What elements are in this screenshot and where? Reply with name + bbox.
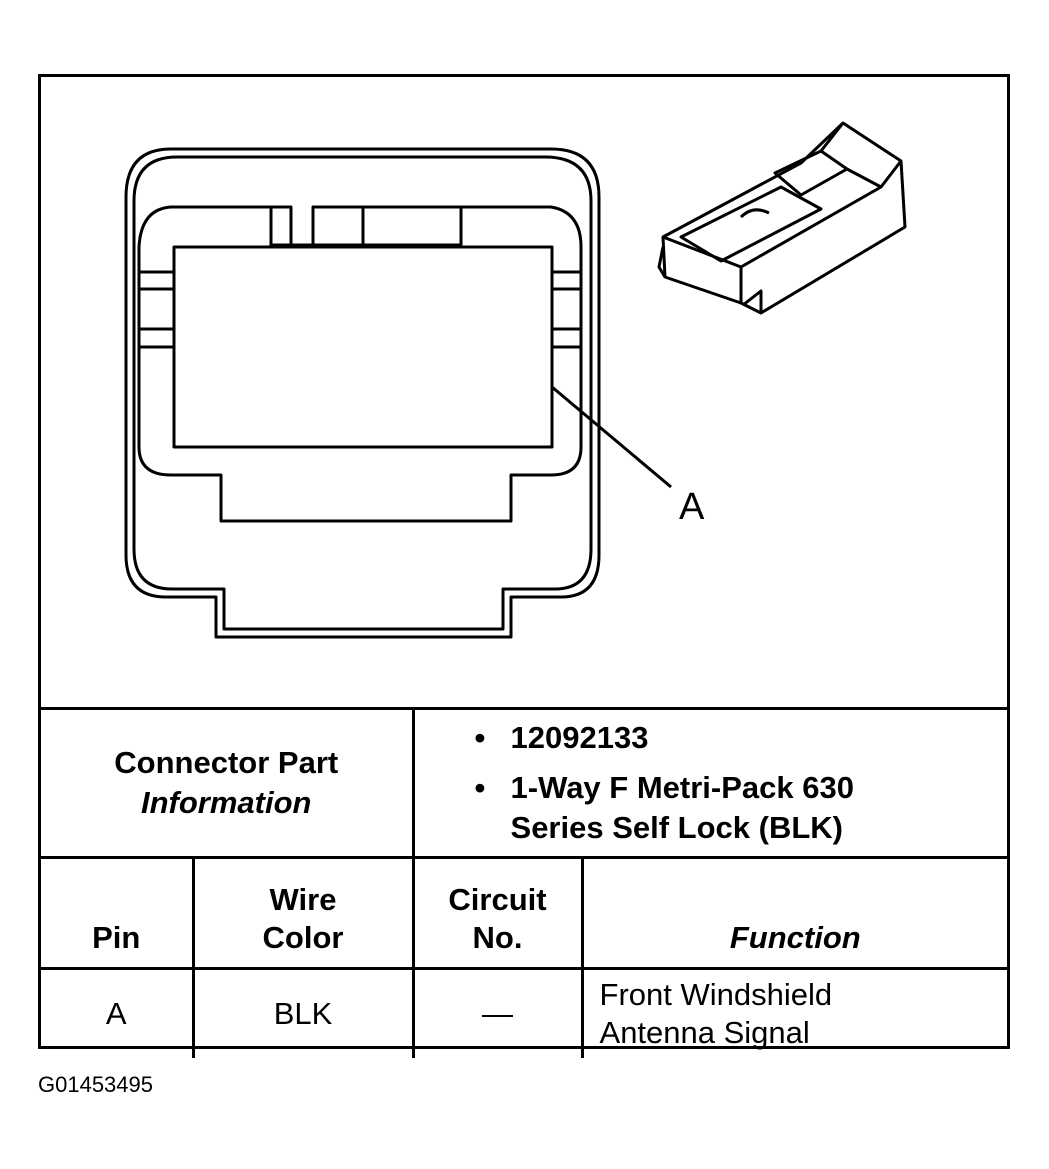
connector-drawing: A bbox=[124, 121, 907, 639]
diagram-frame: A Connector Part Information bbox=[38, 74, 1010, 1058]
figure-id: G01453495 bbox=[38, 1072, 153, 1097]
header-function: Function bbox=[580, 856, 1008, 970]
cell-function-line1: Front Windshield bbox=[599, 977, 833, 1012]
latch-feature-right bbox=[311, 205, 365, 245]
connector-outer-shell-inner bbox=[132, 155, 593, 631]
connector-isometric-view bbox=[657, 121, 907, 315]
cell-circuit: — bbox=[411, 967, 584, 1058]
connector-part-label-line1: Connector Part bbox=[114, 745, 339, 780]
connector-part-info-values: 12092133 1-Way F Metri-Pack 630 Series S… bbox=[411, 707, 1008, 859]
part-number: 12092133 bbox=[475, 718, 1008, 758]
latch-feature-left bbox=[271, 205, 293, 245]
callout-leader-a bbox=[551, 385, 672, 489]
header-pin: Pin bbox=[41, 856, 195, 970]
header-function-text: Function bbox=[729, 920, 861, 955]
terminal-cavity-a bbox=[172, 245, 554, 449]
callout-label-a: A bbox=[679, 486, 705, 528]
cell-wire-color: BLK bbox=[191, 967, 415, 1058]
connector-outer-shell bbox=[124, 147, 601, 639]
header-wire-color: Wire Color bbox=[191, 856, 415, 970]
header-circuit-line2: No. bbox=[472, 920, 523, 955]
side-tab-left bbox=[139, 270, 174, 349]
connector-description: 1-Way F Metri-Pack 630 Series Self Lock … bbox=[475, 768, 931, 848]
header-pin-text: Pin bbox=[92, 920, 141, 955]
connector-part-info-row: Connector Part Information 12092133 1-Wa… bbox=[41, 707, 1008, 859]
header-wire-line1: Wire bbox=[269, 882, 337, 917]
connector-part-label-line2: Information bbox=[141, 785, 312, 820]
pin-table-header: Pin Wire Color Circuit No. Function bbox=[41, 856, 1008, 970]
side-tab-right bbox=[552, 270, 581, 349]
header-wire-line2: Color bbox=[262, 920, 344, 955]
table-row: A BLK — Front Windshield Antenna Signal bbox=[41, 967, 1008, 1058]
cell-function-line2: Antenna Signal bbox=[599, 1015, 810, 1050]
header-circuit-line1: Circuit bbox=[448, 882, 547, 917]
cell-pin: A bbox=[41, 967, 195, 1058]
cell-function: Front Windshield Antenna Signal bbox=[580, 967, 1008, 1058]
header-circuit: Circuit No. bbox=[411, 856, 584, 970]
connector-cavity-ring bbox=[137, 205, 583, 523]
connector-part-info-label: Connector Part Information bbox=[41, 707, 415, 859]
connector-info-table: Connector Part Information 12092133 1-Wa… bbox=[41, 707, 1008, 1058]
